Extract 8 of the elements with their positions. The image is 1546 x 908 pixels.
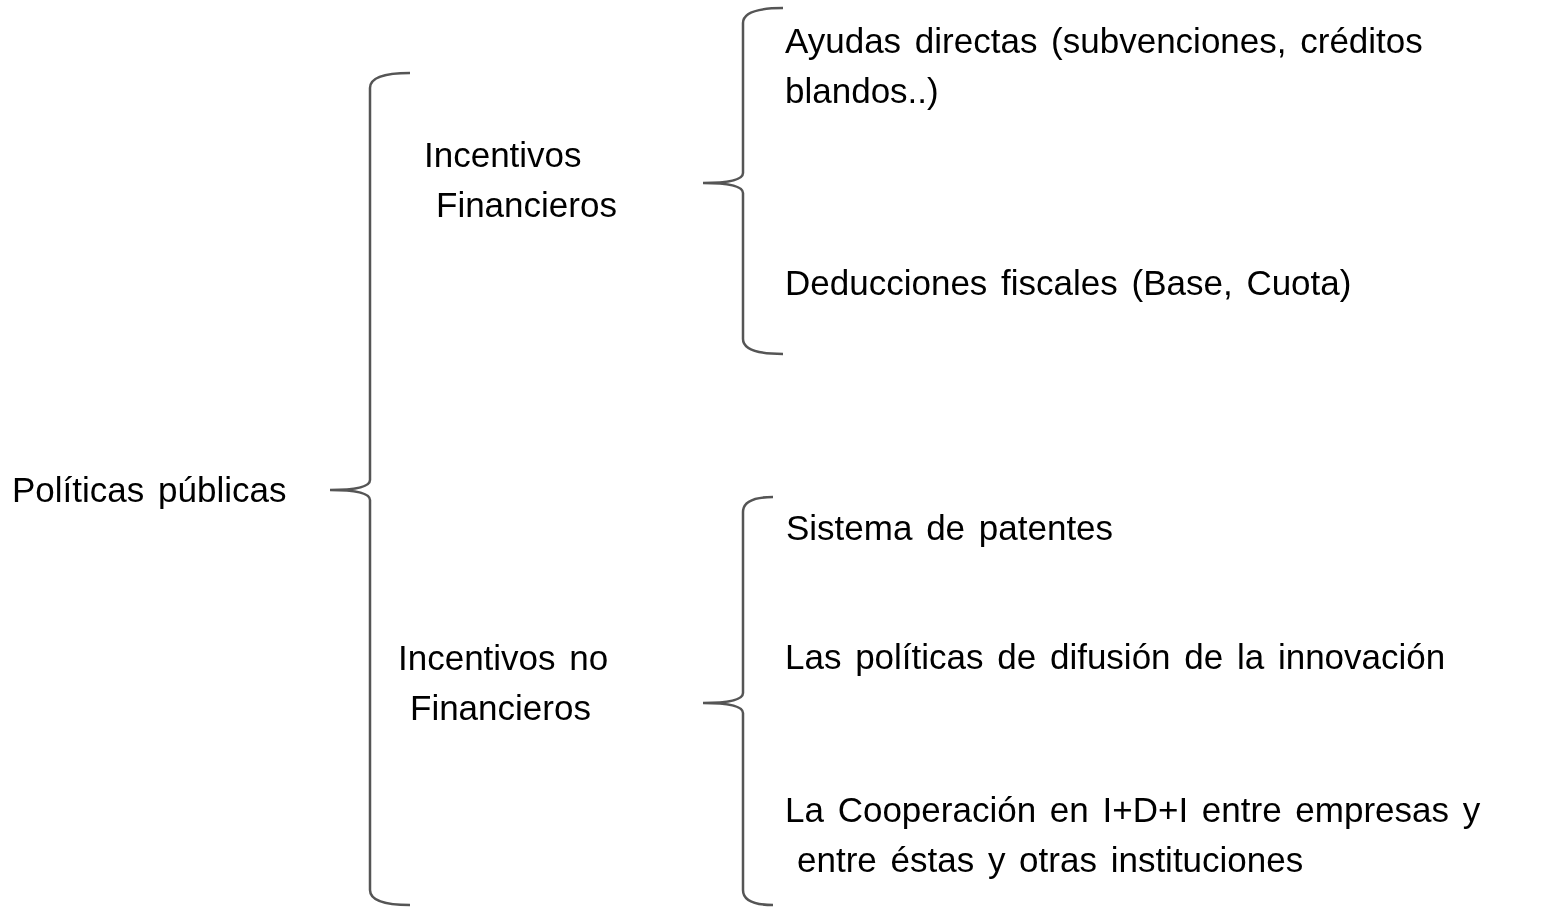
item-text: La Cooperación en I+D+I entre empresas y entre éstas y otras instituciones	[785, 789, 1482, 881]
category-label: Incentivos no Financieros	[398, 637, 610, 729]
item-text: Ayudas directas (subvenciones, créditos blandos..)	[785, 20, 1424, 112]
item-text: Sistema de patentes	[786, 507, 1115, 549]
category-label: Políticas públicas	[12, 469, 288, 511]
item-text: Las políticas de difusión de la innovación	[785, 636, 1447, 678]
category-label: Incentivos Financieros	[424, 134, 618, 226]
item-text: Deducciones fiscales (Base, Cuota)	[785, 262, 1353, 304]
